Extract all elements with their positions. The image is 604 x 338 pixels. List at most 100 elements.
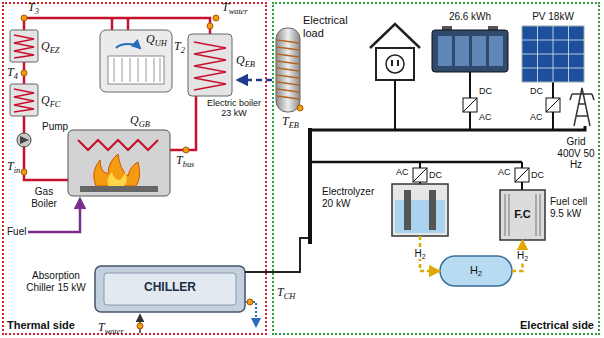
subscript: EB xyxy=(245,60,255,69)
battery-icon xyxy=(438,36,452,66)
subscript: 2 xyxy=(478,269,482,278)
electrolyzer-symbol xyxy=(392,184,448,236)
radiator xyxy=(100,30,172,92)
pv-panel xyxy=(522,26,584,82)
fuel-cell-symbol xyxy=(500,190,545,240)
transmission-tower xyxy=(572,88,592,126)
temperature-sensor xyxy=(137,323,143,329)
heat-exchanger xyxy=(10,84,38,116)
part-label: DC xyxy=(429,170,442,180)
subscript: FC xyxy=(50,100,61,109)
chiller-feed xyxy=(245,238,310,272)
part-label: DC xyxy=(531,170,544,180)
variable-label: T3 xyxy=(28,1,39,15)
temperature-sensor xyxy=(297,105,303,111)
temperature-sensor xyxy=(21,15,303,329)
variable-label: T2 xyxy=(174,40,185,54)
bus-bar xyxy=(310,161,522,164)
subscript: 3 xyxy=(35,7,39,16)
converter-symbol xyxy=(546,98,560,112)
house-icon xyxy=(391,60,393,66)
node-label: Electrical side xyxy=(494,319,594,332)
edge-label: H2 xyxy=(515,250,530,261)
temperature-sensor xyxy=(247,299,253,305)
battery-icon xyxy=(455,36,469,66)
variable-label: TEB xyxy=(282,115,299,129)
transmission-tower xyxy=(570,88,594,126)
subscript: in xyxy=(14,166,21,175)
electric-boiler-symbol xyxy=(188,34,232,96)
pump-symbol xyxy=(17,133,31,147)
variable-label: QGB xyxy=(130,114,150,128)
node-label: Fuel cell 9.5 kW xyxy=(550,196,596,219)
gas-boiler-symbol xyxy=(108,172,127,186)
subscript: CH xyxy=(284,292,296,301)
subscript: 2 xyxy=(422,253,426,260)
house-icon xyxy=(397,60,399,66)
converter-symbol xyxy=(515,168,529,182)
gas-boiler-symbol xyxy=(68,130,170,196)
heat-exchanger xyxy=(14,89,34,112)
node-label: Electrical load xyxy=(303,14,361,39)
electrolyzer-symbol xyxy=(392,184,448,236)
subscript: EZ xyxy=(50,46,60,55)
gas-boiler-symbol xyxy=(80,186,158,192)
node-label: PV 18kW xyxy=(522,11,584,23)
hydrogen-tank-symbol xyxy=(440,256,512,286)
transmission-tower xyxy=(570,94,594,100)
radiator xyxy=(108,56,164,84)
node-label: CHILLER xyxy=(95,281,245,295)
variable-label: Tbus xyxy=(176,154,194,168)
electrolyzer: Electrolyzer 20 kW xyxy=(392,184,448,236)
converter-symbol xyxy=(413,168,427,182)
grid: Grid 400V 50 Hz xyxy=(570,86,594,126)
subscript: 2 xyxy=(524,255,528,262)
gas-boiler: Gas Boiler xyxy=(68,130,170,196)
bus-bar xyxy=(308,128,312,244)
house-icon xyxy=(376,48,414,80)
chilled-water xyxy=(245,302,256,326)
electrical-load: Electrical load xyxy=(372,22,418,80)
hydrogen-flow xyxy=(420,236,440,271)
part-label: AC xyxy=(530,112,543,122)
radiator xyxy=(100,30,172,92)
pump-symbol xyxy=(20,136,29,144)
gas-boiler-symbol xyxy=(78,140,158,150)
thermal-pipe xyxy=(24,116,68,180)
subscript: EB xyxy=(289,121,299,130)
node-label: 26.6 kWh xyxy=(432,11,508,23)
fuel-cell-symbol xyxy=(500,190,545,240)
temperature-sensor xyxy=(21,70,27,76)
storage-tank xyxy=(276,28,300,112)
thermal-pipe xyxy=(112,18,128,30)
battery-storage: 26.6 kWh xyxy=(432,26,508,72)
pv-array: PV 18kW xyxy=(522,26,584,82)
variable-label: Twater xyxy=(222,1,248,15)
variable-label: Twater xyxy=(98,321,124,335)
absorption-chiller: Absorption Chiller 15 kWCHILLER xyxy=(95,266,245,312)
variable-label: QEB xyxy=(236,54,255,68)
electric-boiler-symbol xyxy=(188,34,232,96)
variable-label: T4 xyxy=(7,66,18,80)
subscript: water xyxy=(105,327,124,336)
node-label: H2 xyxy=(440,264,512,277)
subscript: bus xyxy=(183,160,195,169)
temperature-sensor xyxy=(21,15,27,21)
edge-label: H2 xyxy=(412,248,427,259)
temperature-sensor xyxy=(207,23,213,29)
node-label: Thermal side xyxy=(7,319,75,332)
converter-symbol xyxy=(463,98,477,112)
electrolyzer-symbol xyxy=(429,190,436,230)
subscript: UH xyxy=(155,39,167,48)
electrical-region: Electrical sideElectrical load26.6 kWhPV… xyxy=(272,2,600,335)
bus-bar xyxy=(395,72,553,190)
battery-icon xyxy=(442,26,452,30)
subscript: water xyxy=(229,7,248,16)
part-label: AC xyxy=(479,112,492,122)
house-icon xyxy=(370,24,420,48)
subscript: 4 xyxy=(14,72,18,81)
storage-tank xyxy=(277,40,299,99)
converter-symbol xyxy=(515,168,529,182)
